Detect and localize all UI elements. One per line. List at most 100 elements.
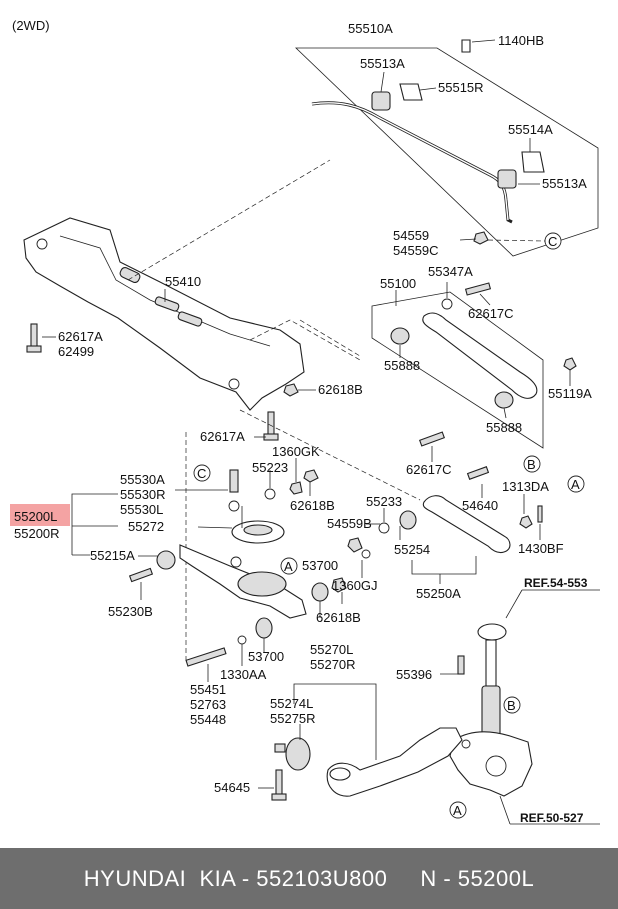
callout-a-knuckle xyxy=(449,801,467,819)
bolt-62617c-lower xyxy=(418,431,446,447)
bolt-54645-head xyxy=(271,793,287,801)
link-55530a-ball xyxy=(228,500,240,512)
label-53700-upper: 53700 xyxy=(302,558,338,573)
label-62617c-lower: 62617C xyxy=(406,462,452,477)
callout-c-lower-letter: C xyxy=(197,466,206,481)
washer-55223 xyxy=(264,488,276,500)
crossmember-slot-3 xyxy=(119,267,141,283)
bolt-62617c-upper xyxy=(464,282,492,296)
callout-a-arm-letter: A xyxy=(284,559,293,574)
link-55530a xyxy=(229,469,239,493)
shock-mount xyxy=(477,623,507,641)
nut-54559b xyxy=(347,537,363,553)
crossmember-hole-2 xyxy=(228,378,240,390)
label-55119a: 55119A xyxy=(548,386,592,401)
bracket-55514a xyxy=(521,151,545,173)
nut-62618b-upper xyxy=(283,383,299,397)
label-55347a: 55347A xyxy=(428,264,473,279)
label-ref-54-553: REF.54-553 xyxy=(524,576,588,590)
label-55250a: 55250A xyxy=(416,586,461,601)
label-1140hb: 1140HB xyxy=(498,33,544,48)
label-55254: 55254 xyxy=(394,542,430,557)
nut-54559 xyxy=(473,231,489,245)
bushing-55513a-lower xyxy=(497,169,517,189)
label-55270l: 55270L xyxy=(310,642,353,657)
link-55250a xyxy=(422,495,511,554)
label-55888-lower: 55888 xyxy=(486,420,522,435)
callout-b-upper-letter: B xyxy=(527,457,536,472)
label-55888-upper: 55888 xyxy=(384,358,420,373)
bolt-54640 xyxy=(466,466,490,480)
label-55200r: 55200R xyxy=(14,526,60,541)
lower-arm-spring-pad xyxy=(237,571,287,597)
knuckle-hub xyxy=(485,755,507,777)
stabilizer-bar-group: 55510A 1140HB 55513A 55515R 55514A 55513… xyxy=(295,21,599,258)
label-55100: 55100 xyxy=(380,276,416,291)
bushing-55274l xyxy=(285,737,311,771)
label-55275r: 55275R xyxy=(270,711,316,726)
label-62618b-mid: 62618B xyxy=(290,498,335,513)
upper-arm-group: 55100 55347A 62617C 55888 55119A 55888 6… xyxy=(299,264,592,477)
nut-55119a xyxy=(563,357,577,371)
label-62617a-lower: 62617A xyxy=(200,429,245,444)
label-55514a: 55514A xyxy=(508,122,553,137)
label-1360gj: 1360GJ xyxy=(332,578,378,593)
label-55513a-upper: 55513A xyxy=(360,56,405,71)
label-55515r: 55515R xyxy=(438,80,484,95)
bolt-1140hb xyxy=(461,39,471,53)
callout-a-link-letter: A xyxy=(571,477,580,492)
crossmember-55410 xyxy=(23,217,305,411)
label-55510a: 55510A xyxy=(348,21,393,36)
bushing-53700-upper xyxy=(311,582,329,602)
knuckle-hole xyxy=(461,739,471,749)
washer-1330aa xyxy=(237,635,247,645)
shock-rod xyxy=(485,639,497,687)
label-55530a: 55530A xyxy=(120,472,165,487)
label-62618b-lower: 62618B xyxy=(316,610,361,625)
bolt-55230b xyxy=(128,567,154,583)
callout-a-arm xyxy=(280,557,298,575)
label-55215a: 55215A xyxy=(90,548,135,563)
bolt-55396 xyxy=(457,655,465,675)
bushing-55230b xyxy=(156,550,176,570)
trailing-arm-55270l xyxy=(326,727,463,797)
bushing-55888-lower xyxy=(494,391,514,409)
callout-c-lower xyxy=(193,464,211,482)
label-55410: 55410 xyxy=(165,274,201,289)
label-55270r: 55270R xyxy=(310,657,356,672)
crossmember-group: 55410 62617A 62499 62618B 62617A xyxy=(23,159,363,660)
label-55274l: 55274L xyxy=(270,696,313,711)
label-54559: 54559 xyxy=(393,228,429,243)
pin-1430bf xyxy=(537,505,543,523)
label-62499: 62499 xyxy=(58,344,94,359)
label-1330aa: 1330AA xyxy=(220,667,267,682)
label-1360gk: 1360GK xyxy=(272,444,320,459)
label-55230b: 55230B xyxy=(108,604,153,619)
washer-1360gj xyxy=(361,549,371,559)
label-62617a-upper: 62617A xyxy=(58,329,103,344)
crossmember-hole-1 xyxy=(36,238,48,250)
crossmember-slot-1 xyxy=(154,296,180,312)
washer-55233 xyxy=(378,522,390,534)
label-ref-50-527: REF.50-527 xyxy=(520,811,584,825)
label-62617c-upper: 62617C xyxy=(468,306,514,321)
callout-b-lower xyxy=(503,696,521,714)
label-55233: 55233 xyxy=(366,494,402,509)
label-52763: 52763 xyxy=(190,697,226,712)
nut-1360gk xyxy=(289,481,303,495)
nut-62618b-mid xyxy=(303,469,319,483)
label-62618b-upper: 62618B xyxy=(318,382,363,397)
upper-arm-box-outline xyxy=(371,291,544,449)
bracket-54645 xyxy=(274,743,286,753)
label-55530l: 55530L xyxy=(120,502,163,517)
label-55448: 55448 xyxy=(190,712,226,727)
bolt-54645 xyxy=(275,769,283,797)
washer-55347a xyxy=(441,298,453,310)
label-55530r: 55530R xyxy=(120,487,166,502)
label-1313da: 1313DA xyxy=(502,479,549,494)
bolt-62617a-lower-head xyxy=(263,433,279,441)
label-54645: 54645 xyxy=(214,780,250,795)
label-54559b: 54559B xyxy=(327,516,372,531)
bushing-55513a-upper xyxy=(371,91,391,111)
callout-c-top-letter: C xyxy=(548,234,557,249)
